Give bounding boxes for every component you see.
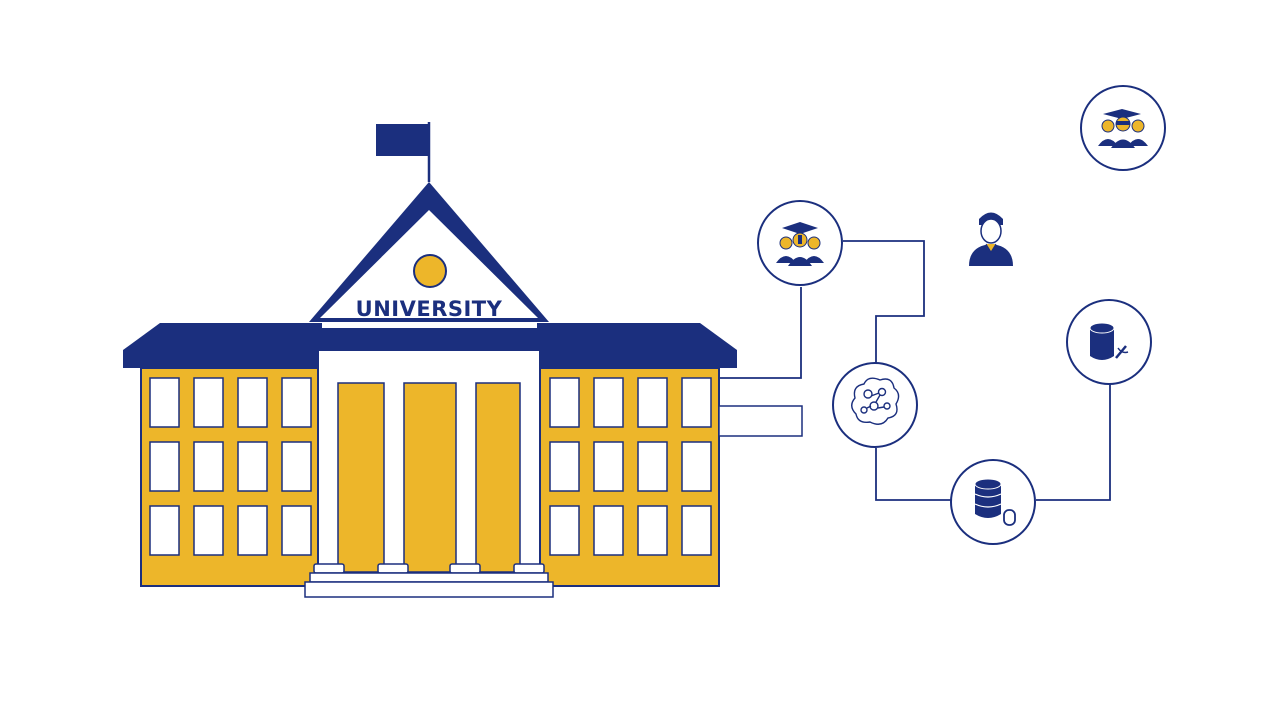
database-edit-icon <box>1089 322 1129 360</box>
university-building: UNIVERSITY <box>123 122 803 598</box>
window <box>681 441 712 492</box>
steps-top <box>309 572 549 583</box>
window <box>593 377 624 428</box>
window <box>237 377 268 428</box>
window <box>549 377 580 428</box>
node-user <box>969 212 1013 266</box>
left-roof <box>123 323 322 368</box>
node-database-lock <box>950 459 1036 545</box>
column-bases <box>313 563 545 574</box>
window <box>637 377 668 428</box>
window <box>193 441 224 492</box>
node-database-edit <box>1066 299 1152 385</box>
window <box>681 377 712 428</box>
database-lock-icon <box>974 478 1016 526</box>
data-cluster-icon <box>851 377 900 425</box>
pediment-sun-icon <box>413 254 447 288</box>
node-student-group <box>757 200 843 286</box>
network-connectors <box>719 240 1111 501</box>
door-right <box>475 382 521 573</box>
university-sign: UNIVERSITY <box>356 297 503 321</box>
windows <box>149 377 712 556</box>
user-icon <box>969 212 1013 266</box>
window <box>281 441 312 492</box>
window <box>593 441 624 492</box>
portico-beam <box>318 328 540 350</box>
node-graduates-group <box>1080 85 1166 171</box>
window <box>637 505 668 556</box>
window <box>549 441 580 492</box>
door-left <box>337 382 385 573</box>
window <box>549 505 580 556</box>
door-center <box>403 382 457 573</box>
window <box>237 441 268 492</box>
flag-icon <box>376 122 431 182</box>
connector-bar-lower <box>718 405 803 437</box>
window <box>281 377 312 428</box>
window <box>237 505 268 556</box>
window <box>193 505 224 556</box>
student-group-icon <box>776 222 824 266</box>
node-data-cluster <box>832 362 918 448</box>
window <box>637 441 668 492</box>
window <box>593 505 624 556</box>
window <box>149 441 180 492</box>
window <box>149 377 180 428</box>
right-roof <box>537 323 737 368</box>
graduates-group-icon <box>1098 109 1148 148</box>
window <box>193 377 224 428</box>
window <box>681 505 712 556</box>
window <box>281 505 312 556</box>
window <box>149 505 180 556</box>
steps-bottom <box>304 581 554 598</box>
